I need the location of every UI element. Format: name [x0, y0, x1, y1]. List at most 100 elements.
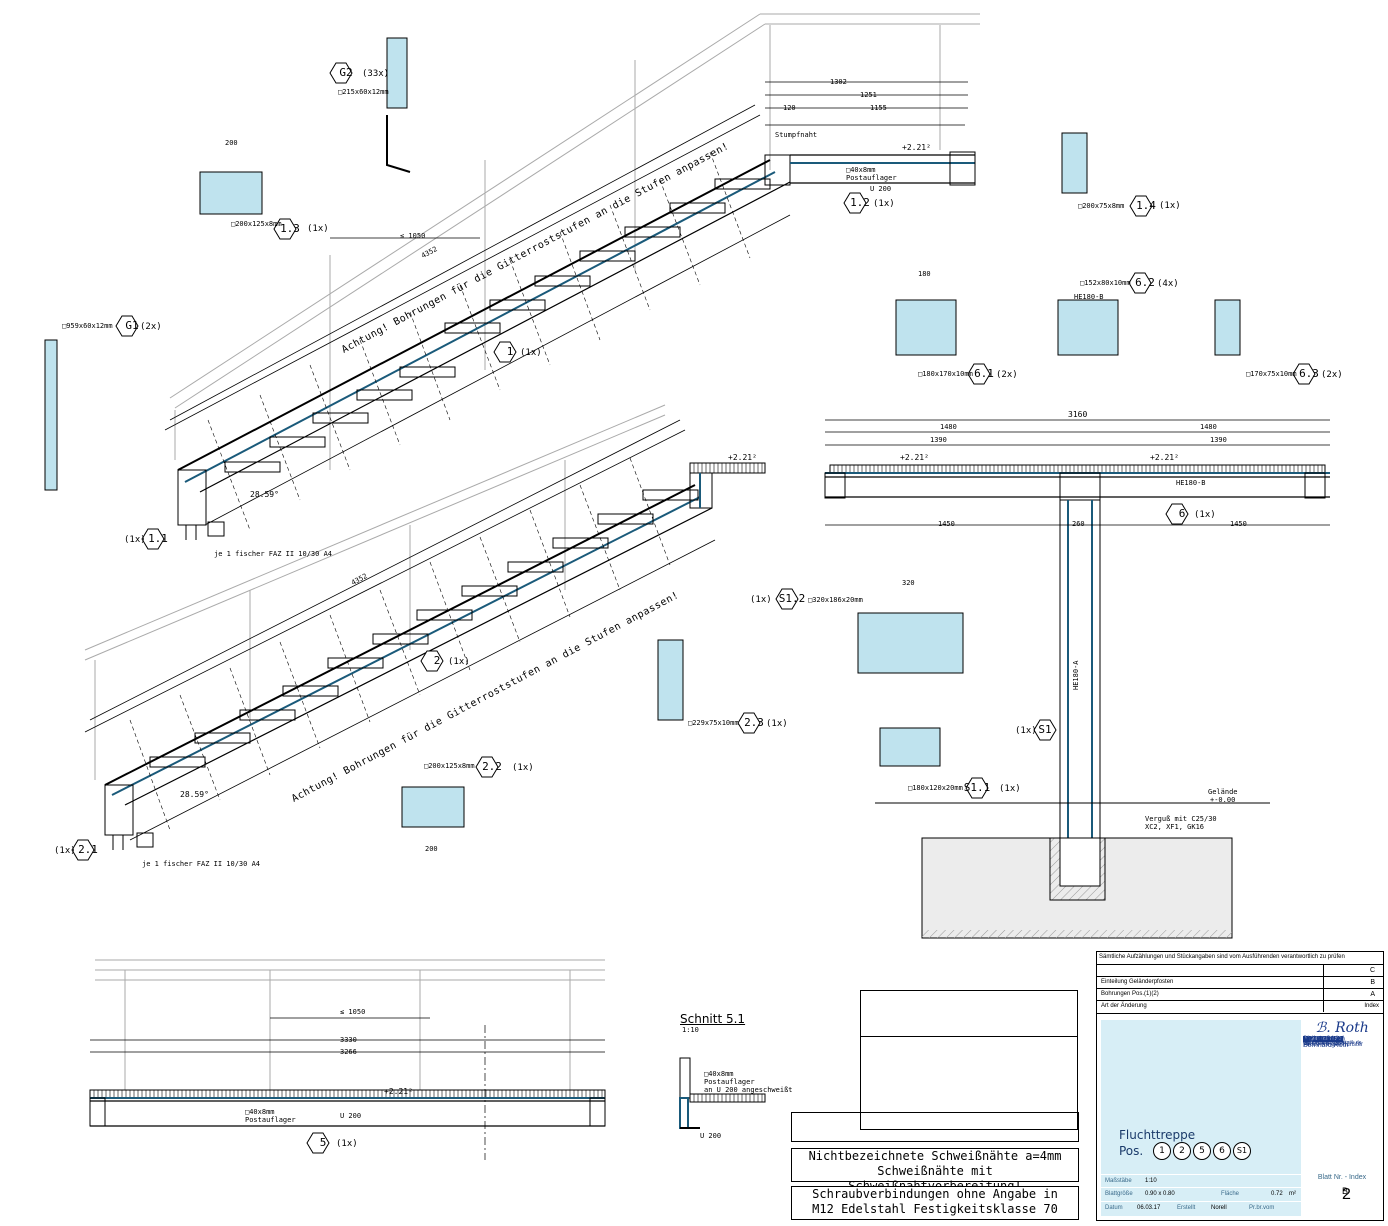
area-unit: m²: [1289, 1191, 1296, 1197]
weld-note-1: Nichtbezeichnete Schweißnähte a=4mm: [808, 1149, 1062, 1163]
email: e-Mail: info@roth-statik.de: [1303, 1040, 1362, 1046]
qty-6-3: (2x): [1321, 370, 1343, 380]
signature-logo: ℬ. Roth: [1315, 1020, 1369, 1036]
qty-s1-2: (1x): [750, 595, 772, 605]
u200-1: U 200: [870, 185, 892, 193]
sheet-label: Blattgröße: [1105, 1191, 1133, 1197]
revisions-table: C Einteilung Geländerpfosten B Bohrungen…: [1097, 964, 1383, 1014]
dim-1450-r: 1450: [1230, 520, 1247, 528]
dim-320: 320: [902, 579, 915, 587]
pos-label-5: 5: [319, 1136, 327, 1149]
rev-text-a: Bohrungen Pos.(1)(2): [1101, 991, 1159, 997]
section-scale: 1:10: [682, 1026, 699, 1034]
engineer-name: Bernhard Roth: [1303, 1042, 1349, 1049]
he180b-beam: HE180-B: [1176, 479, 1206, 487]
plate-6-1: □180x170x10mm: [918, 370, 973, 378]
bolt-notes: Schraubverbindungen ohne Angabe in M12 E…: [791, 1186, 1079, 1220]
sheet-no: 2: [1342, 1186, 1351, 1203]
plate-s1-2: □320x186x20mm: [808, 596, 863, 604]
tb-blue-panel: [1101, 1020, 1301, 1216]
level-1: +2.21²: [902, 143, 931, 152]
rev-index-b: B: [1370, 979, 1375, 986]
pos-label-s1-1: S1.1: [963, 781, 991, 794]
blank-box: [791, 1112, 1079, 1142]
dim-3160: 3160: [1068, 410, 1088, 419]
date-label: Datum: [1105, 1205, 1123, 1211]
qty-s1-1: (1x): [999, 784, 1021, 794]
plate-2-3: □229x75x10mm: [688, 719, 739, 727]
position-markers: [71, 62, 1316, 1154]
date-value: 06.03.17: [1137, 1205, 1161, 1211]
area-value: 0.72: [1271, 1191, 1283, 1197]
dim-1050-upper: ≤ 1050: [400, 232, 426, 240]
dim-260: 260: [1072, 520, 1085, 528]
pos-label-s1: S1: [1038, 723, 1052, 736]
scale-label: Maßstäbe: [1105, 1178, 1132, 1184]
level-2: +2.21²: [728, 453, 757, 462]
stumpfnaht-1: Stumpfnaht: [775, 131, 818, 139]
stamp-box: [860, 990, 1078, 1130]
section-title: Schnitt 5.1: [680, 1012, 746, 1026]
pos-label-6-1: 6.1: [974, 367, 994, 380]
plate-g2: □215x60x12mm: [338, 88, 389, 96]
address-1: 76889 Klingenmünster: [1303, 1042, 1364, 1048]
qty-g1: (2x): [140, 322, 162, 332]
bolt-note-2: M12 Edelstahl Festigkeitsklasse 70: [812, 1202, 1058, 1216]
rev-text-header: Art der Änderung: [1101, 1003, 1147, 1009]
plate-6-2: □152x80x10mm: [1080, 279, 1131, 287]
exposure-label: XC2, XF1, GK16: [1145, 823, 1205, 831]
qty-s1: (1x): [1015, 726, 1037, 736]
pos-label-s1-2: S1.2: [778, 592, 806, 605]
qty-2-3: (1x): [766, 719, 788, 729]
created-by: Norell: [1211, 1205, 1227, 1211]
level-zero: +-0.00: [1210, 796, 1236, 804]
tb-company: ℬ. Roth Ingenieurbüro Bernhard Roth Dipl…: [1303, 1020, 1381, 1216]
stair-pos-2: [84, 404, 766, 850]
gelaende-label: Gelände: [1208, 788, 1238, 796]
pos-label-1-2: 1.2: [850, 196, 870, 209]
qty-1: (1x): [520, 348, 542, 358]
dim-1480-r: 1480: [1200, 423, 1217, 431]
rev-index-a: A: [1370, 991, 1375, 998]
tb-meta: Maßstäbe 1:10 Blattgröße 0.90 x 0.80 Flä…: [1101, 1174, 1301, 1216]
dim-120: 120: [783, 104, 796, 112]
bolt-note-1: Schraubverbindungen ohne Angabe in: [812, 1187, 1058, 1201]
phone: ☎ 06349-3056: [1303, 1041, 1345, 1047]
sheet-no-label: Blatt Nr. - Index: [1317, 1174, 1367, 1181]
section-u200: U 200: [700, 1132, 722, 1140]
company-sub: Ingenieurbüro: [1303, 1036, 1343, 1042]
qty-2-2: (1x): [512, 763, 534, 773]
checked-label: Pr.br.vom: [1249, 1205, 1275, 1211]
tb-header: Sämtliche Aufzählungen und Stückangaben …: [1099, 954, 1345, 960]
dim-3330: 3330: [340, 1036, 357, 1044]
dim-1450-l: 1450: [938, 520, 955, 528]
level-5: +2.21²: [384, 1087, 413, 1096]
dim-180: 180: [918, 270, 931, 278]
pos-label-6-3: 6.3: [1299, 367, 1319, 380]
pos-chip-s1: S1: [1233, 1142, 1251, 1160]
section-postauflager: Postauflager: [704, 1078, 755, 1086]
pos-label-1-1: 1.1: [148, 532, 168, 545]
verguss-label: Verguß mit C25/30: [1145, 815, 1217, 823]
dim-1390-r: 1390: [1210, 436, 1227, 444]
qty-6: (1x): [1194, 510, 1216, 520]
area-label: Fläche: [1221, 1191, 1240, 1197]
pos-chip-5: 5: [1193, 1142, 1211, 1160]
rev-index-header: Index: [1364, 1003, 1379, 1009]
sheet-index: B: [1342, 1186, 1349, 1196]
dim-1251: 1251: [860, 91, 877, 99]
he180a-column: HE180-A: [1072, 660, 1080, 690]
postauflager-1: Postauflager: [846, 174, 897, 182]
frame-pos-6: [824, 419, 1330, 939]
web: web: roth-statik.de: [1303, 1036, 1344, 1042]
level-4: +2.21²: [1150, 453, 1179, 462]
dim-200-2-2: 200: [425, 845, 438, 853]
flat-bar-5: □40x8mm: [245, 1108, 275, 1116]
dim-1050: ≤ 1050: [340, 1008, 366, 1016]
pos-chip-6: 6: [1213, 1142, 1231, 1160]
angle-1: 28.59°: [250, 490, 279, 499]
pos-label-1-3: 1.3: [280, 222, 300, 235]
qty-1-2: (1x): [873, 199, 895, 209]
pos-chip-2: 2: [1173, 1142, 1191, 1160]
